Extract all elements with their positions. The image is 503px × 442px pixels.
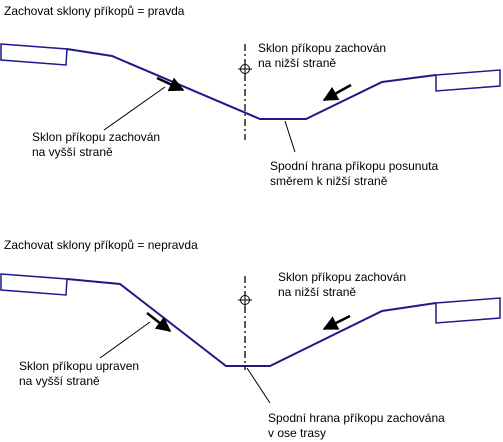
- top-label-bottom: Spodní hrana příkopu posunuta směrem k n…: [270, 159, 441, 188]
- top-arrow-right-icon: [322, 83, 352, 102]
- bottom-label-bottom: Spodní hrana příkopu zachována v ose tra…: [268, 411, 448, 440]
- bottom-label-upper-left: Sklon příkopu upraven na vyšší straně: [19, 359, 142, 388]
- top-leader-bottom: [284, 120, 296, 153]
- bottom-label-upper-right: Sklon příkopu zachován na nižší straně: [278, 270, 409, 299]
- top-left-road-block: [0, 43, 68, 66]
- top-label-upper-left: Sklon příkopu zachován na vyšší straně: [32, 130, 163, 159]
- top-ditch-profile: [66, 48, 437, 120]
- top-leader-left: [103, 86, 166, 131]
- bottom-leader-bottom: [246, 367, 271, 404]
- top-heading: Zachovat sklony příkopů = pravda: [4, 4, 185, 18]
- bottom-arrow-right-icon: [322, 314, 351, 331]
- top-arrow-left-icon: [156, 76, 185, 92]
- top-right-road-block: [435, 69, 501, 92]
- bottom-ditch-profile: [66, 278, 437, 367]
- bottom-panel: Zachovat sklony příkopů = nepravda Sklon…: [0, 238, 501, 440]
- bottom-leader-left: [99, 321, 151, 359]
- bottom-axis-marker-icon: [238, 293, 252, 307]
- bottom-heading: Zachovat sklony příkopů = nepravda: [4, 238, 198, 252]
- top-label-upper-right: Sklon příkopu zachován na nižší straně: [258, 41, 389, 70]
- top-panel: Zachovat sklony příkopů = pravda Sklon p…: [0, 4, 501, 188]
- bottom-right-road-block: [435, 297, 501, 324]
- bottom-arrow-left-icon: [146, 312, 172, 332]
- top-axis-marker-icon: [238, 62, 252, 76]
- bottom-left-road-block: [0, 273, 68, 296]
